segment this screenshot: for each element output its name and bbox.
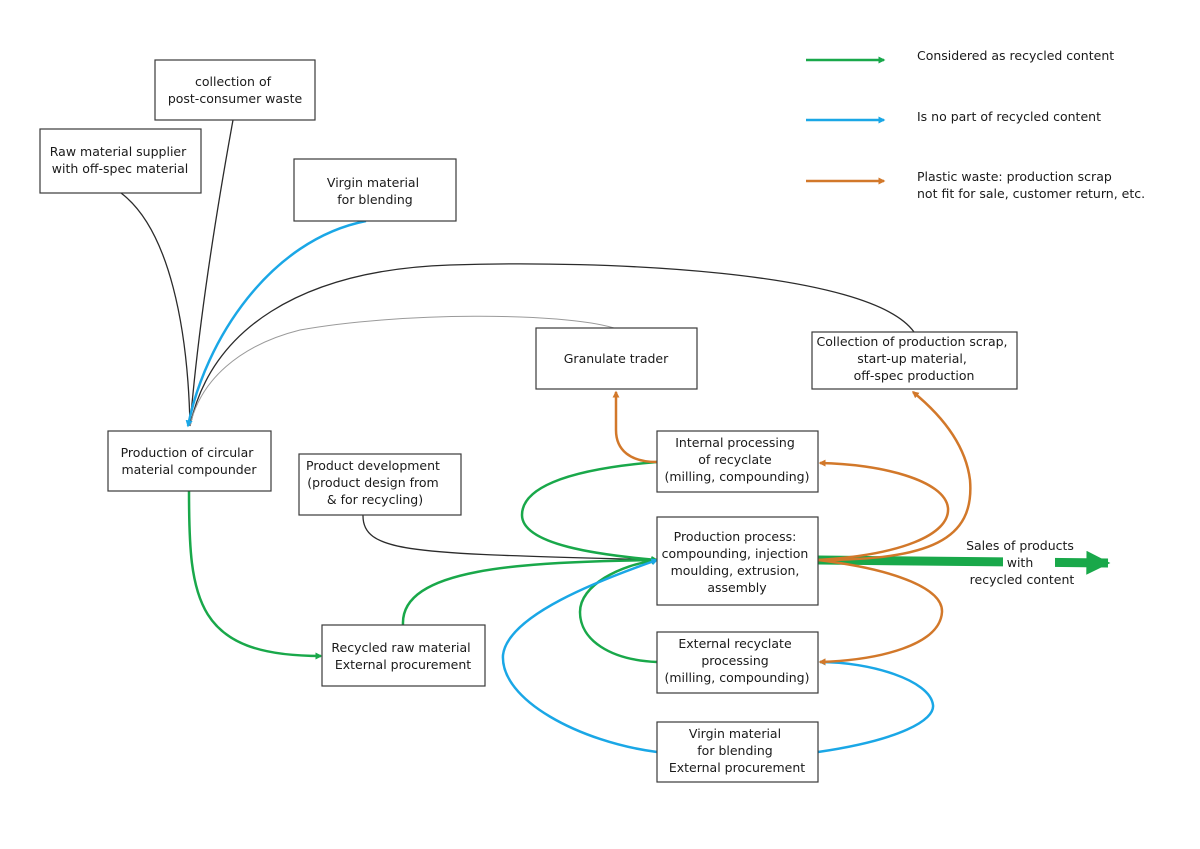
edge-virgin-to-compounder [185, 219, 367, 428]
edge-internal-to-granulate [612, 390, 658, 464]
edge-productdev-to-production [362, 514, 659, 563]
box-raw-material-supplier: Raw material supplier with off-spec mate… [39, 128, 202, 194]
sales-label: Sales of products with recycled content [966, 538, 1078, 587]
edge-production-to-sales [817, 550, 1111, 575]
legend: Considered as recycled content Is no par… [806, 48, 1145, 201]
edge-production-to-internal [817, 459, 950, 562]
box-virgin-material-top: Virgin material for blending [293, 158, 457, 222]
svg-text:Granulate trader: Granulate trader [564, 351, 669, 366]
edge-granulate-to-compounder [189, 315, 615, 427]
svg-text:Collection of production scrap: Collection of production scrap, start-up… [817, 334, 1012, 383]
edge-recycledraw-to-production [401, 556, 659, 626]
legend-orange-label: Plastic waste: production scrap not fit … [917, 169, 1145, 201]
svg-text:Internal processing of r: Internal processing of recyclate (millin… [664, 435, 809, 484]
box-product-development: Product development (product design from… [298, 453, 462, 516]
svg-text:External recyclate proce: External recyclate processing (milling, … [664, 636, 809, 685]
svg-text:collection of post-consu: collection of post-consumer waste [168, 74, 303, 106]
edge-external-to-production [578, 557, 659, 664]
box-collection-post-consumer: collection of post-consumer waste [154, 59, 316, 121]
legend-green-label: Considered as recycled content [917, 48, 1114, 63]
box-collection-production-scrap: Collection of production scrap, start-up… [811, 331, 1018, 390]
edge-supplier-to-compounder [120, 192, 191, 427]
box-internal-processing: Internal processing of recyclate (millin… [656, 430, 819, 493]
edge-virginbottom-to-production [501, 558, 659, 754]
svg-text:Production process: comp: Production process: compounding, injecti… [662, 529, 813, 595]
box-recycled-raw-material: Recycled raw material External procureme… [321, 624, 486, 687]
svg-text:Virgin material for blen: Virgin material for blending External pr… [669, 726, 805, 775]
legend-blue-label: Is no part of recycled content [917, 109, 1101, 124]
edge-production-to-scrap [817, 391, 972, 562]
edges [120, 119, 1111, 754]
edge-collection-to-compounder [189, 119, 234, 427]
box-production-process: Production process: compounding, injecti… [656, 516, 819, 606]
svg-text:Production of circular m: Production of circular material compound… [121, 445, 258, 477]
edge-scrap-to-compounder [189, 263, 915, 427]
svg-text:Product development (pro: Product development (product design from… [306, 458, 444, 507]
box-granulate-trader: Granulate trader [535, 327, 698, 390]
svg-text:Sales of products with: Sales of products with recycled content [966, 538, 1078, 587]
edge-internal-to-production [520, 460, 659, 563]
svg-text:Recycled raw material Ex: Recycled raw material External procureme… [331, 640, 474, 672]
edge-virginbottom-to-external [817, 658, 935, 754]
box-external-recyclate-processing: External recyclate processing (milling, … [656, 631, 819, 694]
svg-text:Virgin material for blen: Virgin material for blending [327, 175, 423, 207]
edge-production-to-external [817, 558, 944, 666]
box-circular-material-compounder: Production of circular material compound… [107, 430, 272, 492]
edge-compounder-to-recycledraw [187, 490, 323, 660]
svg-text:Raw material supplier wi: Raw material supplier with off-spec mate… [50, 144, 190, 176]
box-virgin-material-bottom: Virgin material for blending External pr… [656, 721, 819, 783]
